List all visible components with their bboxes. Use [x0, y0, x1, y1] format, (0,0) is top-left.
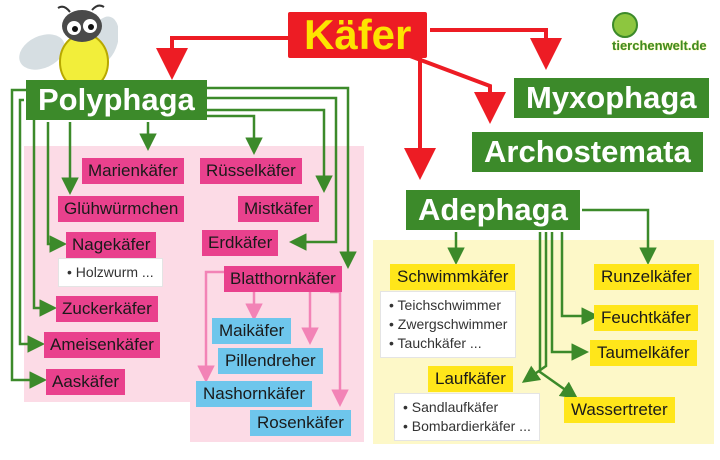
arrow-to-polyphaga: [156, 36, 290, 80]
site-logo-icon: [612, 12, 638, 38]
site-logo-text: tierchenwelt.de: [612, 37, 707, 53]
subgroup-rosenkaefer: Rosenkäfer: [250, 410, 351, 436]
root-kaefer: Käfer: [288, 12, 428, 58]
firefly-icon: [19, 4, 118, 91]
arrow-to-ameisenkaefer: [18, 98, 45, 353]
group-polyphaga: Polyphaga: [26, 80, 207, 120]
arrow-to-mistkaefer: [206, 108, 333, 193]
arrow-to-nashornkaefer: [197, 270, 232, 383]
schwimmkaefer-examples: • Teichschwimmer • Zwergschwimmer • Tauc…: [380, 291, 517, 358]
example-item: • Zwergschwimmer: [389, 316, 508, 332]
family-feuchtkaefer: Feuchtkäfer: [594, 305, 698, 331]
arrow-to-zuckerkaefer: [32, 116, 57, 317]
nagekaefer-examples: • Holzwurm ...: [58, 258, 163, 287]
arrow-to-taumelkaefer: [550, 232, 589, 361]
group-adephaga: Adephaga: [406, 190, 580, 230]
arrow-to-nagekaefer: [46, 122, 67, 253]
family-ruesselkaefer: Rüsselkäfer: [200, 158, 302, 184]
site-logo: tierchenwelt.de: [612, 12, 720, 53]
arrow-to-rosenkaefer: [330, 290, 349, 407]
arrow-to-runzelkaefer: [582, 208, 657, 265]
laufkaefer-examples: • Sandlaufkäfer • Bombardierkäfer ...: [394, 393, 540, 441]
family-aaskaefer: Aaskäfer: [46, 369, 126, 395]
subgroup-pillendreher: Pillendreher: [218, 348, 323, 374]
family-marienkaefer: Marienkäfer: [82, 158, 184, 184]
arrow-to-myxophaga: [430, 28, 562, 70]
family-ameisenkaefer: Ameisenkäfer: [44, 332, 160, 358]
example-item: • Teichschwimmer: [389, 297, 502, 313]
arrow-to-wassertreter: [538, 232, 579, 399]
family-zuckerkaefer: Zuckerkäfer: [56, 296, 158, 322]
example-item: • Bombardierkäfer ...: [403, 418, 531, 434]
family-laufkaefer: Laufkäfer: [428, 366, 513, 392]
family-nagekaefer: Nagekäfer: [66, 232, 157, 258]
arrow-to-aaskaefer: [10, 88, 47, 389]
family-wassertreter: Wassertreter: [564, 397, 675, 423]
arrow-to-feuchtkaefer: [560, 232, 599, 325]
example-item: • Sandlaufkäfer: [403, 399, 499, 415]
subgroup-maikaefer: Maikäfer: [212, 318, 292, 344]
family-mistkaefer: Mistkäfer: [238, 196, 319, 222]
example-item: • Holzwurm ...: [67, 264, 154, 280]
family-erdkaefer: Erdkäfer: [202, 230, 279, 256]
group-archostemata: Archostemata: [472, 132, 703, 172]
arrow-to-erdkaefer: [206, 96, 338, 251]
family-gluehwuermchen: Glühwürmchen: [58, 196, 185, 222]
family-blatthornkaefer: Blatthornkäfer: [224, 266, 342, 292]
example-item: • Tauchkäfer ...: [389, 335, 482, 351]
family-schwimmkaefer: Schwimmkäfer: [390, 264, 516, 290]
arrow-to-archostemata: [409, 54, 506, 124]
arrow-to-ruesselkaefer: [200, 114, 263, 155]
group-myxophaga: Myxophaga: [514, 78, 709, 118]
family-taumelkaefer: Taumelkäfer: [590, 340, 697, 366]
arrow-to-blatthornkaefer: [206, 86, 357, 269]
family-runzelkaefer: Runzelkäfer: [594, 264, 699, 290]
arrow-to-laufkaefer: [521, 232, 548, 383]
subgroup-nashornkaefer: Nashornkäfer: [196, 381, 313, 407]
